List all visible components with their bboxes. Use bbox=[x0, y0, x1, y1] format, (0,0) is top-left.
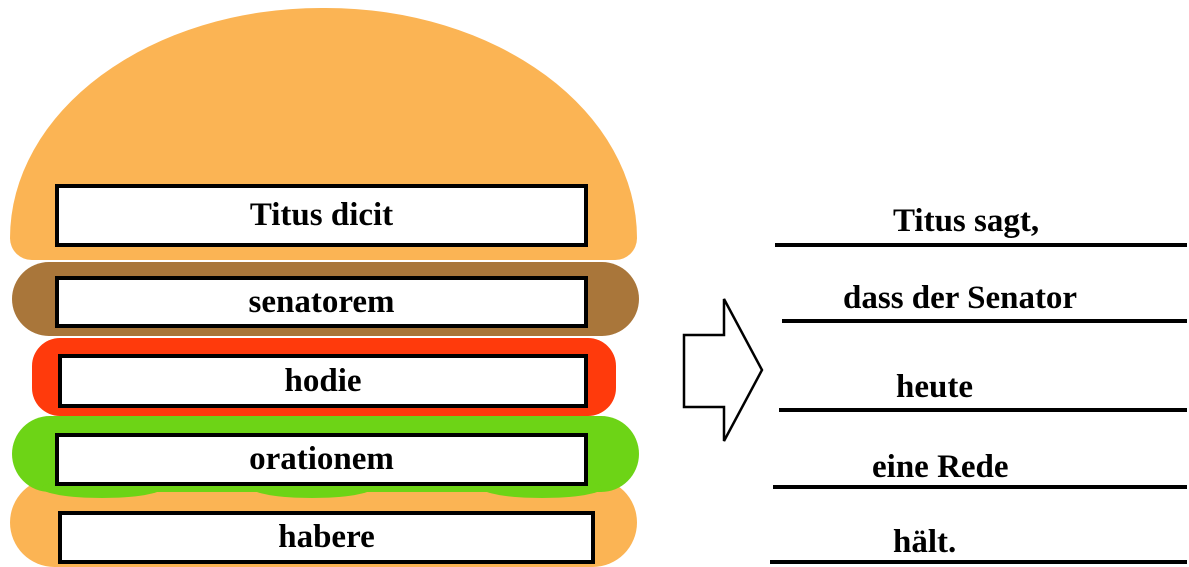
latin-word-box: Titus dicit bbox=[55, 184, 588, 247]
translation-text: eine Rede bbox=[872, 449, 1009, 485]
answer-line bbox=[775, 243, 1187, 247]
translation-text: Titus sagt, bbox=[893, 203, 1040, 239]
latin-word-box: senatorem bbox=[55, 276, 588, 328]
latin-word-box: hodie bbox=[58, 354, 588, 408]
latin-word-box: habere bbox=[58, 511, 595, 564]
translation-text: hält. bbox=[893, 524, 957, 560]
translation-text: dass der Senator bbox=[843, 280, 1078, 316]
answer-line bbox=[773, 485, 1187, 489]
translation-text: heute bbox=[896, 369, 973, 405]
right-arrow-icon bbox=[682, 298, 764, 442]
answer-line bbox=[770, 560, 1187, 564]
answer-line bbox=[782, 319, 1187, 323]
answer-line bbox=[779, 408, 1187, 412]
latin-word-box: orationem bbox=[55, 433, 588, 486]
